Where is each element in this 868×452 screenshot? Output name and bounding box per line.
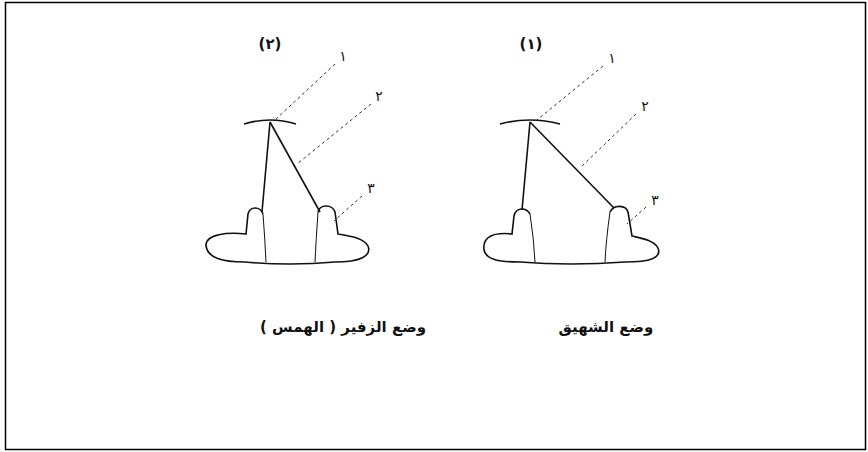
glottis-narrow — [206, 120, 369, 264]
figure-number: (١) — [520, 35, 543, 53]
callout-number: ٢ — [641, 98, 649, 115]
arytenoid-line — [605, 212, 610, 262]
callout-number: ١ — [339, 48, 347, 65]
glottis-open — [484, 120, 659, 264]
caption-label: وضع الشهيق — [559, 318, 654, 336]
leader-line — [580, 114, 636, 168]
vocal-fold — [270, 122, 320, 212]
leader-lines — [275, 64, 371, 221]
caption-label: وضع الزفير ( الهمس ) — [260, 318, 426, 336]
leader-line — [334, 196, 362, 221]
callout-number: ٣ — [367, 180, 375, 197]
arytenoid-line — [530, 214, 535, 262]
cartilage-outline — [484, 206, 659, 264]
callout-number: ٣ — [651, 192, 659, 209]
frame — [6, 3, 866, 450]
vocal-fold — [530, 122, 614, 208]
leader-line — [537, 66, 603, 120]
leader-line — [297, 104, 371, 164]
callout-number: ٢ — [375, 88, 383, 105]
leader-line — [275, 64, 335, 120]
arytenoid-line — [315, 212, 318, 262]
figure-number: (٢) — [259, 35, 282, 53]
callout-number: ١ — [608, 50, 616, 67]
leader-line — [627, 207, 646, 224]
arytenoid-line — [263, 214, 266, 262]
vocal-fold — [522, 122, 530, 210]
vocal-fold — [262, 122, 270, 212]
cartilage-outline — [206, 206, 369, 264]
leader-lines — [537, 66, 646, 224]
